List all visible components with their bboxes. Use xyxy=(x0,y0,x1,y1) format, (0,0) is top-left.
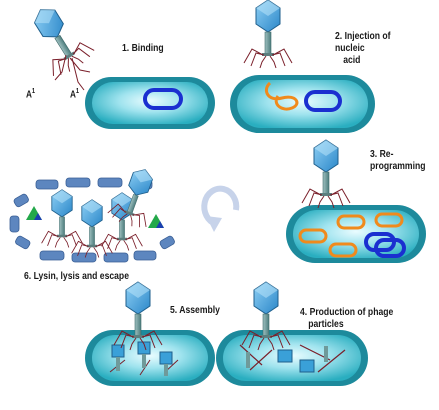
stage-5-label: 5. Assembly xyxy=(170,304,220,316)
stage-6-text: Lysin, lysis and escape xyxy=(34,270,129,282)
stage-3-text-line-2: programming xyxy=(370,160,425,172)
marker-a-left: A1 xyxy=(26,86,35,101)
stage-4-text-line-1: Production of phage xyxy=(310,306,394,318)
cell-body xyxy=(237,80,368,128)
stage-3-label: 3. Re- programming xyxy=(370,148,425,172)
stage-injection xyxy=(230,0,375,133)
stage-4-label: 4. Production of phage particles xyxy=(300,306,393,330)
stage-binding xyxy=(20,0,215,129)
stage-3-text-line-1: Re- xyxy=(380,148,394,160)
stage-6-number: 6. xyxy=(24,270,31,282)
stage-1-label: 1. Binding xyxy=(122,42,164,54)
phage-attached-icon xyxy=(302,140,350,208)
phage-injecting-icon xyxy=(244,0,292,68)
stage-5-number: 5. xyxy=(170,304,177,316)
stage-assembly xyxy=(85,282,215,386)
stage-production xyxy=(216,282,368,386)
cell-body xyxy=(92,82,208,124)
stage-lysis xyxy=(10,163,176,262)
stage-3-number: 3. xyxy=(370,148,377,160)
marker-a-right: A1 xyxy=(70,86,79,101)
stage-4-text-line-2: particles xyxy=(300,318,393,330)
stage-5-text: Assembly xyxy=(179,304,220,316)
stage-2-text-line-2: acid xyxy=(335,54,420,66)
stage-2-number: 2. xyxy=(335,30,342,42)
stage-2-text-line-1: Injection of nucleic xyxy=(335,30,391,54)
stage-1-number: 1. xyxy=(122,42,129,54)
released-phages-icon xyxy=(42,163,165,258)
marker-a-right-sup: 1 xyxy=(76,88,79,95)
stage-2-label: 2. Injection of nucleic acid xyxy=(335,30,420,66)
stage-4-number: 4. xyxy=(300,306,307,318)
stage-6-label: 6. Lysin, lysis and escape xyxy=(24,270,129,282)
cycle-arrow-icon xyxy=(204,189,236,232)
stage-1-text: Binding xyxy=(132,42,164,54)
marker-a-left-sup: 1 xyxy=(32,88,35,95)
phage-binding-icon xyxy=(20,0,97,80)
